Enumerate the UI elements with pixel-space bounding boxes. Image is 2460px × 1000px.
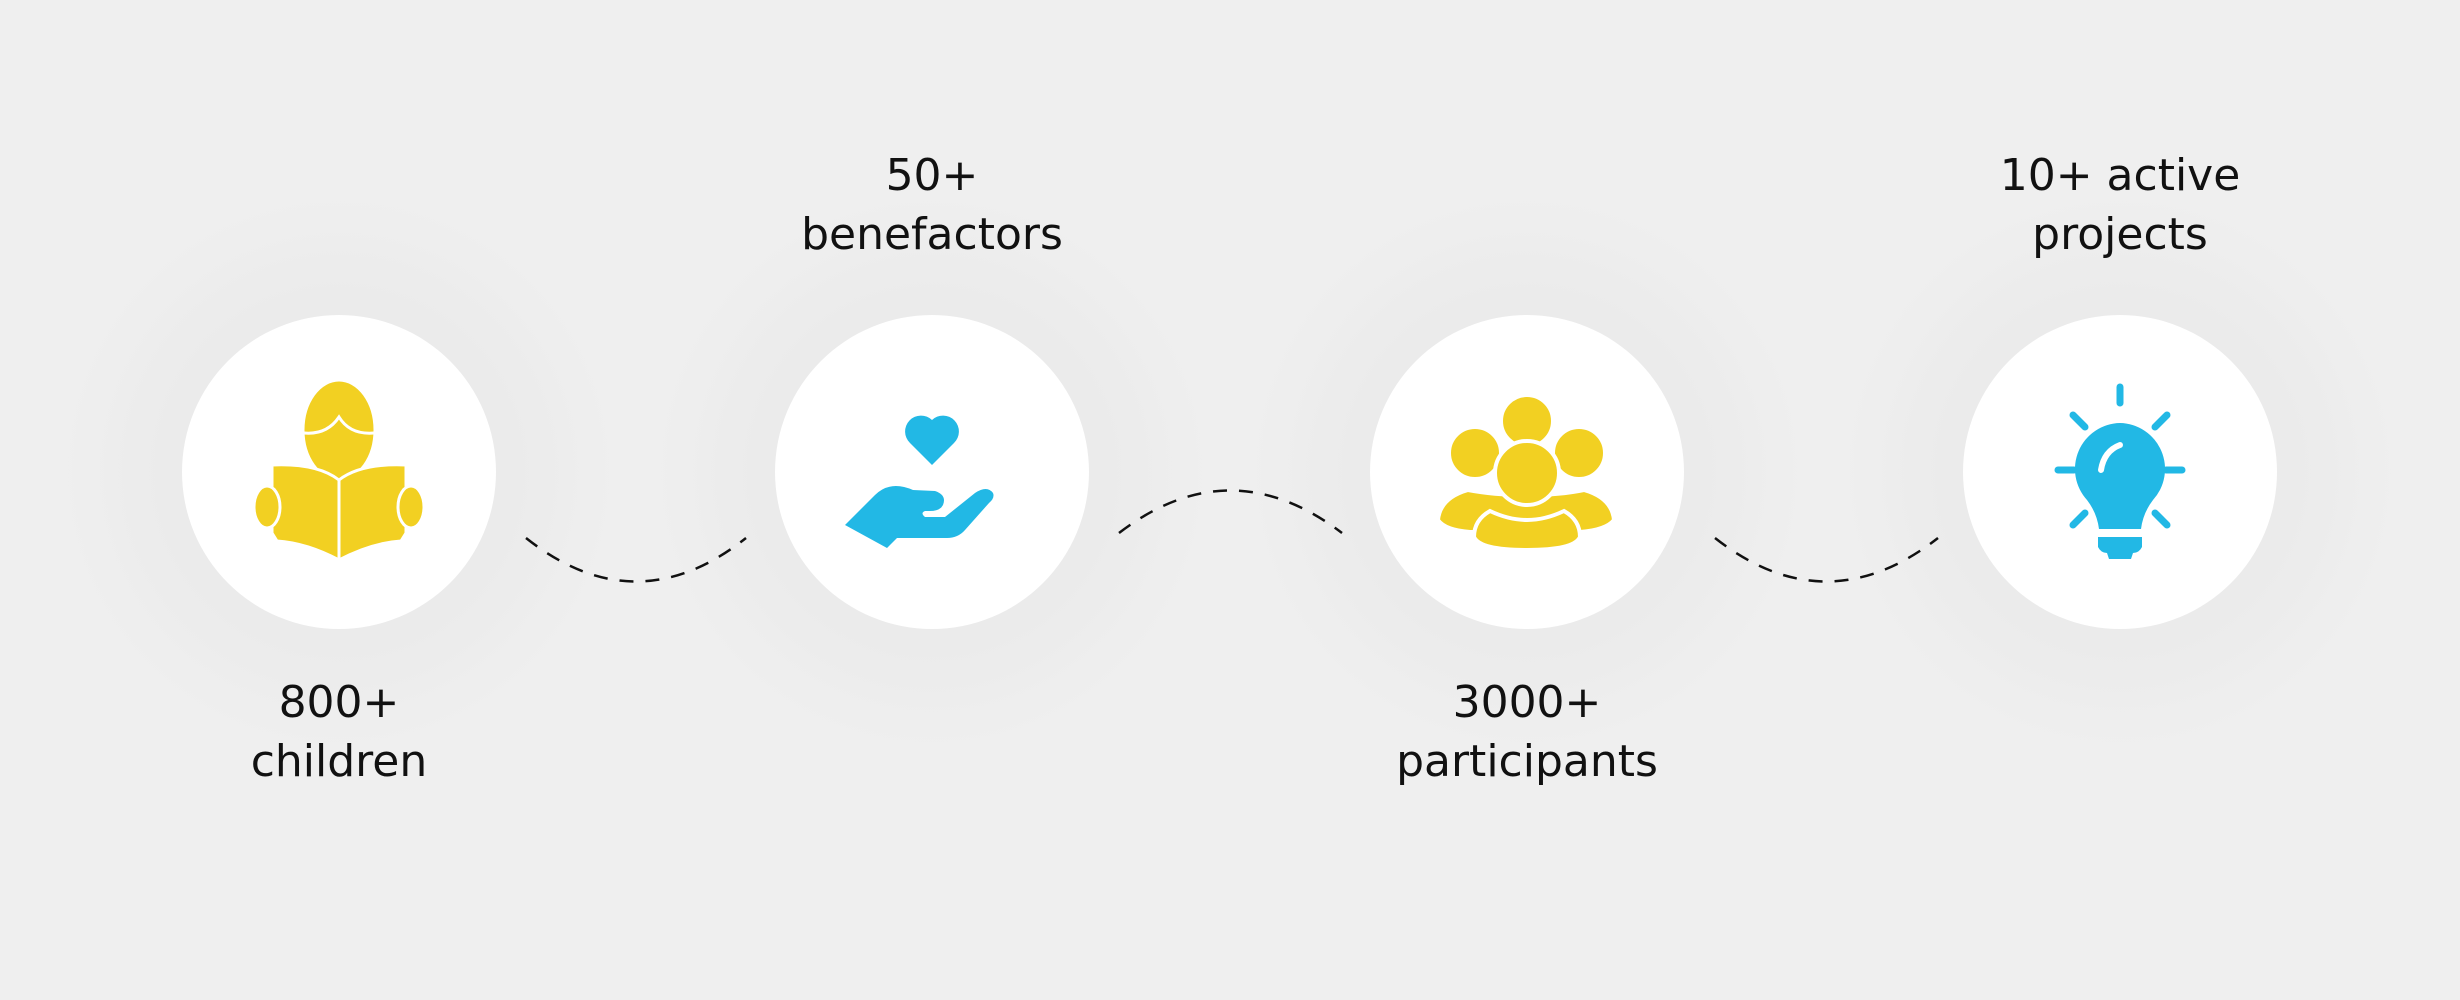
stat-participants-label: 3000+ participants — [1327, 673, 1727, 791]
stat-children-circle — [182, 315, 496, 629]
stat-projects-label: 10+ active projects — [1920, 146, 2320, 264]
stat-text: participants — [1396, 736, 1658, 787]
stat-text: children — [250, 736, 428, 787]
dashed-connector — [1714, 537, 1939, 583]
stat-children-label: 800+ children — [139, 673, 539, 791]
heart-in-hand-icon — [845, 415, 994, 548]
stat-projects-circle — [1963, 315, 2277, 629]
stat-number: 800+ — [278, 677, 400, 728]
dashed-connector — [525, 537, 747, 583]
stat-benefactors-label: 50+ benefactors — [732, 146, 1132, 264]
stat-number: 10+ active — [1999, 150, 2241, 201]
stat-number: 3000+ — [1452, 677, 1602, 728]
stat-participants-circle — [1370, 315, 1684, 629]
group-of-people-icon — [1435, 393, 1617, 553]
stat-benefactors-circle — [775, 315, 1089, 629]
reading-child-icon — [252, 378, 426, 563]
stat-number: 50+ — [885, 150, 979, 201]
lightbulb-icon — [2054, 383, 2186, 559]
dashed-connector — [1118, 489, 1343, 534]
stat-text: projects — [2032, 209, 2208, 260]
stat-text: benefactors — [801, 209, 1063, 260]
